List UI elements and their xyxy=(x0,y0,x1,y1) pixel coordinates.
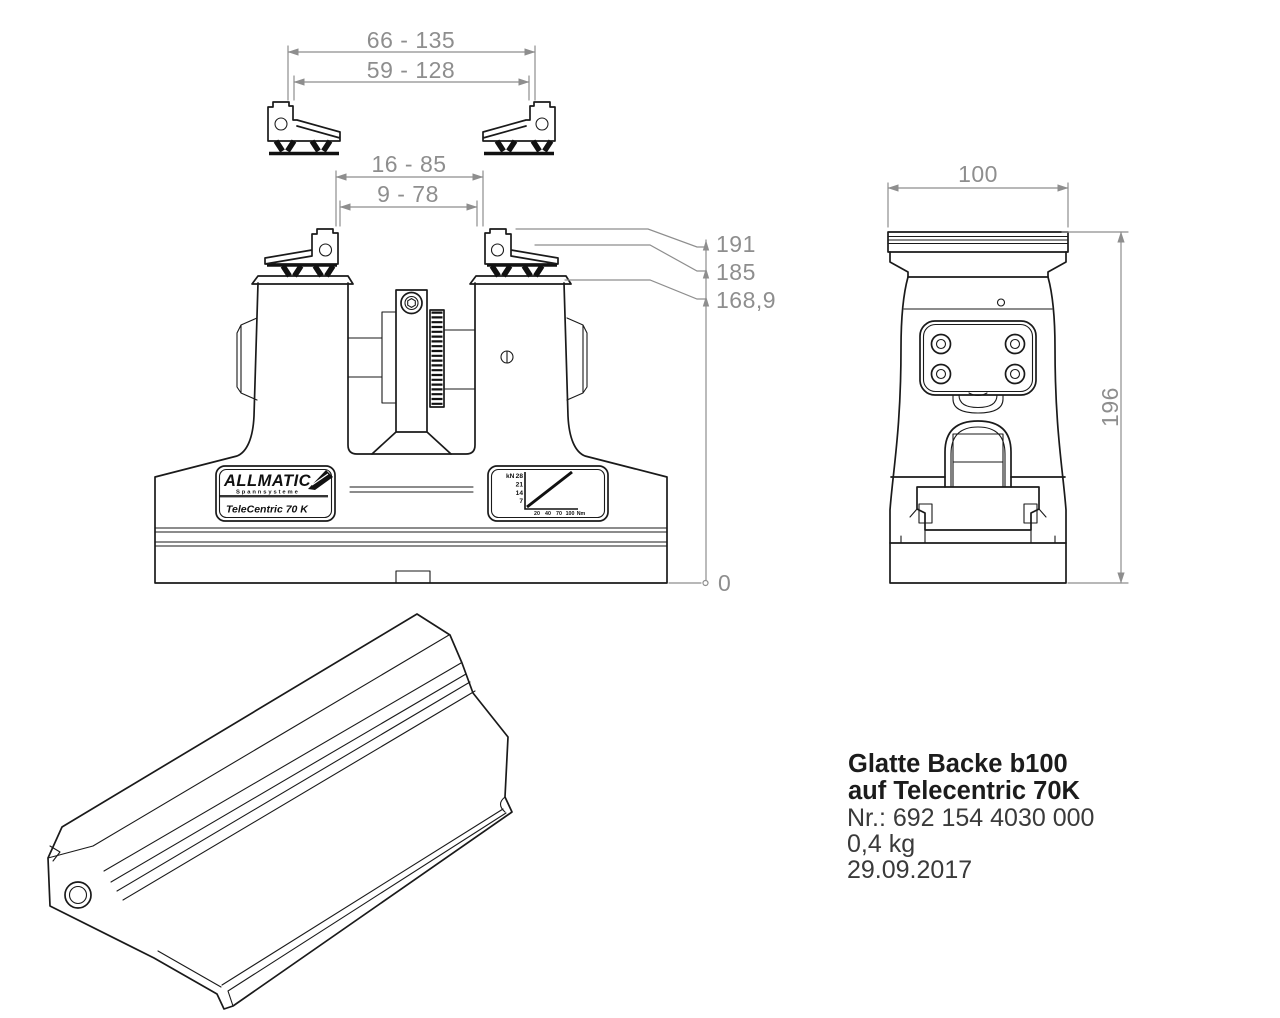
chart-y-unit: kN xyxy=(506,473,515,480)
mounted-jaw-right xyxy=(484,228,559,276)
force-chart-plate: kN 28 21 14 7 20 40 70 100 Nm xyxy=(487,465,609,522)
dim-clamp-range-outer: 16 - 85 xyxy=(371,151,446,177)
title-block: Glatte Backe b100 auf Telecentric 70K Nr… xyxy=(847,750,1094,884)
height-dimensions: 191 185 168,9 0 xyxy=(515,228,776,596)
top-dimensions: 66 - 135 59 - 128 16 - 85 9 - 78 xyxy=(287,27,536,227)
chart-axes xyxy=(524,472,578,510)
part-name-line2: auf Telecentric 70K xyxy=(848,777,1081,805)
jaw-end-hole xyxy=(64,881,92,909)
model-name-text: TeleCentric 70 K xyxy=(226,504,309,516)
center-spindle xyxy=(347,289,476,455)
loose-jaw-left xyxy=(267,101,341,156)
side-view-vise: 100 196 xyxy=(887,161,1129,584)
edge-notch xyxy=(49,845,61,862)
chart-xtick-20: 20 xyxy=(534,511,540,517)
jaw-mount-hole xyxy=(490,243,505,257)
dim-height-185: 185 xyxy=(716,259,756,285)
dim-height-196: 196 xyxy=(1097,387,1123,427)
chart-ytick-28: 28 xyxy=(516,473,524,480)
dim-jaw-range-outer: 66 - 135 xyxy=(367,27,455,53)
dim-jaw-range-inner: 59 - 128 xyxy=(367,57,455,83)
dim-clamp-range-inner: 9 - 78 xyxy=(377,181,439,207)
front-view-vise: ALLMATIC Spannsysteme TeleCentric 70 K k… xyxy=(154,228,668,584)
chart-ytick-7: 7 xyxy=(519,498,523,505)
side-pad-right xyxy=(566,317,588,401)
part-date: 29.09.2017 xyxy=(847,856,972,884)
chart-ytick-14: 14 xyxy=(516,490,524,497)
brand-sub-text: Spannsysteme xyxy=(236,490,300,496)
jaw-mount-hole xyxy=(535,117,549,131)
dim-height-191: 191 xyxy=(716,231,756,257)
chart-xtick-40: 40 xyxy=(545,511,551,517)
jaw-mount-hole xyxy=(318,243,333,257)
brand-address-microtext xyxy=(219,495,328,498)
part-name-line1: Glatte Backe b100 xyxy=(848,750,1068,778)
datum-origin-marker xyxy=(702,579,709,587)
slot-screw xyxy=(500,350,514,364)
jaw-screws xyxy=(930,333,1026,385)
spindle-screw-head xyxy=(400,291,423,315)
chart-force-line xyxy=(526,470,573,509)
dovetail-carrier xyxy=(909,486,1047,544)
pencil-icon xyxy=(308,470,333,490)
chart-ytick-21: 21 xyxy=(516,482,524,489)
part-weight: 0,4 kg xyxy=(847,830,915,858)
side-pad-left xyxy=(236,317,258,401)
chart-x-unit: Nm xyxy=(577,511,586,517)
dim-width-100: 100 xyxy=(958,161,998,187)
side-height-dimension: 196 xyxy=(1061,231,1129,584)
side-width-dimension: 100 xyxy=(887,161,1069,228)
mounted-jaw-left xyxy=(264,228,339,276)
base-keyway-notch xyxy=(395,570,431,584)
loose-jaw-right xyxy=(482,101,556,156)
part-number: Nr.: 692 154 4030 000 xyxy=(847,804,1094,832)
dim-height-168-9: 168,9 xyxy=(716,287,776,313)
brand-plate: ALLMATIC Spannsysteme TeleCentric 70 K xyxy=(215,465,336,522)
brand-logo-text: ALLMATIC xyxy=(223,472,312,490)
dim-height-0: 0 xyxy=(718,570,731,596)
center-arch xyxy=(944,420,1012,488)
small-pin-hole xyxy=(996,298,1006,307)
knurled-wheel xyxy=(429,309,445,408)
jaw-mount-hole xyxy=(274,117,288,131)
chart-xtick-100: 100 xyxy=(566,511,575,517)
chart-xtick-70: 70 xyxy=(556,511,562,517)
jaw-screw-pocket xyxy=(919,320,1037,414)
isometric-jaw-view xyxy=(47,613,513,1010)
